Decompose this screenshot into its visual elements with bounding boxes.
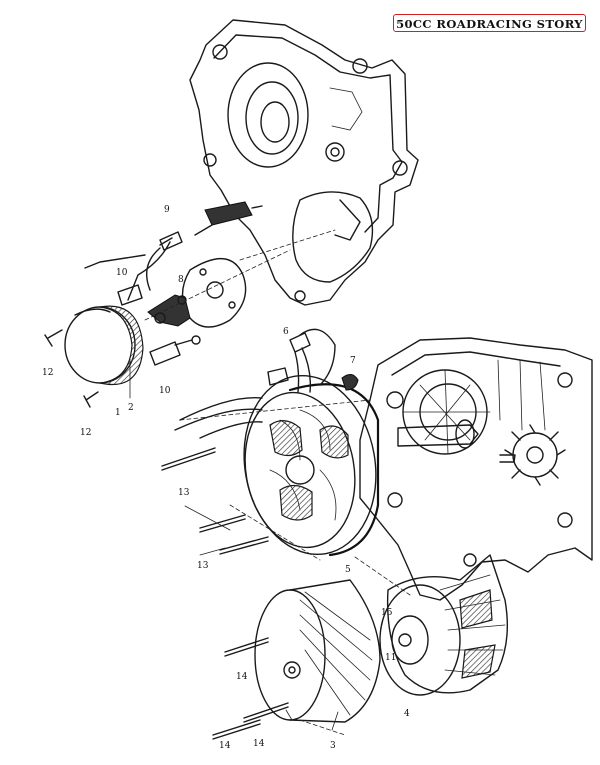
- callout-15: 15: [381, 608, 393, 618]
- callout-labels: 1 2 3 4 5 6 7 8 9 10 10 11 12 12 13 13 1…: [42, 205, 410, 751]
- callout-1: 1: [115, 408, 121, 418]
- stator-assembly: [161, 328, 380, 557]
- callout-8: 8: [178, 275, 184, 285]
- callout-14a: 14: [236, 672, 248, 682]
- callout-4: 4: [404, 709, 410, 719]
- callout-6: 6: [283, 327, 289, 337]
- callout-5: 5: [345, 565, 351, 575]
- crankcase-cover-upper: [189, 19, 419, 306]
- callout-12b: 12: [80, 428, 91, 438]
- rotor-assembly: [212, 554, 509, 740]
- callout-10b: 10: [159, 386, 171, 396]
- assembly-guide-lines: [144, 229, 411, 736]
- callout-2: 2: [128, 403, 134, 413]
- brand-label: 50CC ROADRACING STORY: [393, 14, 586, 32]
- callout-11: 11: [385, 653, 396, 663]
- engine-case-lower: [359, 337, 593, 601]
- callout-14b: 14: [253, 739, 265, 749]
- ignition-assembly: [44, 201, 263, 408]
- callout-10a: 10: [116, 268, 128, 278]
- callout-9: 9: [164, 205, 170, 215]
- callout-14c: 14: [219, 741, 231, 751]
- callout-13a: 13: [178, 488, 190, 498]
- callout-13b: 13: [197, 561, 209, 571]
- callout-7: 7: [350, 356, 356, 366]
- callout-3: 3: [330, 741, 336, 751]
- callout-12a: 12: [42, 368, 53, 378]
